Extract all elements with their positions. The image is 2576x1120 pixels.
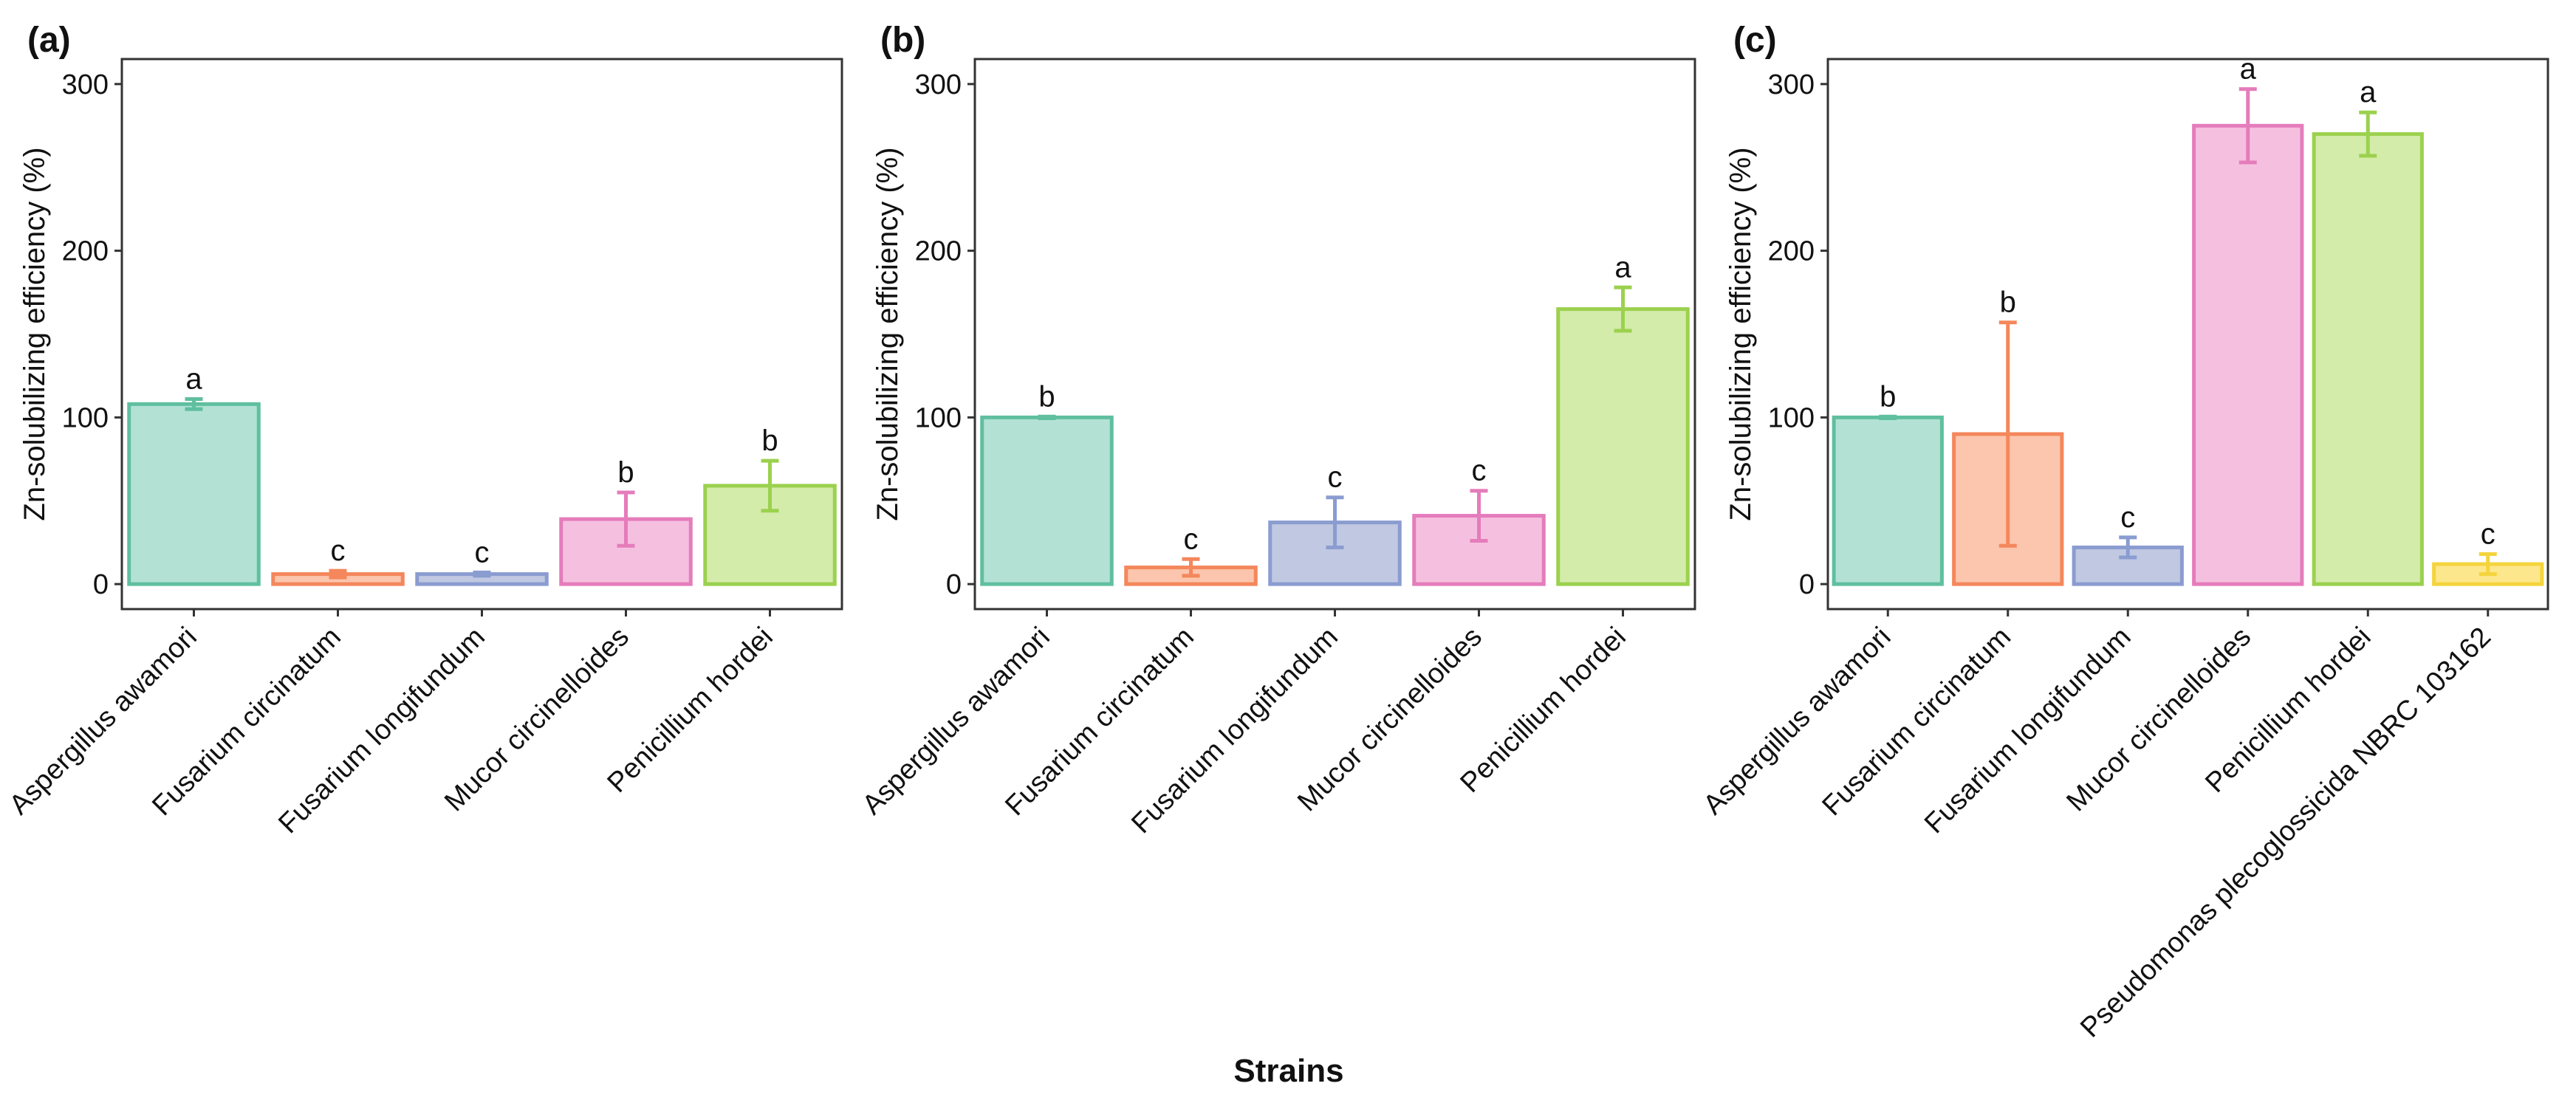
bar	[1832, 415, 1944, 586]
panel-1: (a) Zn-solubilizing efficiency (%) 0 100 200…	[4, 21, 843, 839]
significance-label: a	[185, 363, 202, 396]
significance-label: c	[2481, 518, 2496, 551]
y-tick-label: 200	[62, 236, 109, 267]
y-tick-label: 100	[1768, 402, 1815, 433]
significance-label: c	[331, 535, 346, 567]
y-tick-label: 100	[915, 402, 962, 433]
x-tick-label: Fusarium longifundum	[1919, 622, 2137, 840]
panel-2: (b) Zn-solubilizing efficiency (%) 0 100 200…	[857, 21, 1696, 839]
y-axis-title: Zn-solubilizing efficiency (%)	[1724, 147, 1757, 521]
panel-label: (c)	[1733, 21, 1777, 60]
y-tick-label: 300	[62, 69, 109, 100]
x-axis-title: Strains	[1233, 1053, 1343, 1089]
significance-label: a	[2360, 76, 2377, 109]
significance-label: c	[2120, 501, 2135, 534]
bar	[2192, 123, 2304, 586]
y-tick-label: 300	[1768, 69, 1815, 100]
significance-label: c	[475, 536, 490, 568]
y-axis-title: Zn-solubilizing efficiency (%)	[18, 147, 51, 521]
y-tick-label: 100	[62, 402, 109, 433]
significance-label: b	[2000, 286, 2016, 319]
significance-label: a	[2240, 53, 2257, 86]
significance-label: c	[1328, 461, 1343, 494]
y-tick-label: 0	[946, 569, 962, 600]
panels: (a) Zn-solubilizing efficiency (%) 0 100 200…	[4, 21, 2549, 1044]
y-axis-title: Zn-solubilizing efficiency (%)	[871, 147, 904, 521]
x-tick-label: Pseudomonas plecoglossicida NBRC 103162	[2075, 622, 2497, 1044]
y-tick-label: 200	[915, 236, 962, 267]
bar	[1556, 307, 1690, 586]
y-tick-label: 0	[93, 569, 109, 600]
significance-label: a	[1614, 251, 1631, 284]
panel-frame	[973, 58, 1696, 611]
significance-label: c	[1184, 523, 1199, 555]
significance-label: b	[617, 456, 634, 489]
significance-label: b	[761, 425, 778, 457]
panel-frame	[1826, 58, 2549, 611]
significance-label: c	[1472, 455, 1487, 487]
significance-label: b	[1038, 380, 1055, 413]
y-tick-label: 200	[1768, 236, 1815, 267]
panel-frame	[120, 58, 843, 611]
bar	[980, 415, 1114, 586]
panel-label: (b)	[880, 21, 925, 60]
y-tick-label: 0	[1799, 569, 1815, 600]
bar	[1412, 514, 1546, 586]
panel-3: (c) Zn-solubilizing efficiency (%) 0 100 200…	[1697, 21, 2549, 1044]
panel-label: (a)	[27, 21, 71, 60]
y-tick-label: 300	[915, 69, 962, 100]
bar	[2312, 132, 2424, 586]
significance-label: b	[1880, 380, 1896, 413]
bar	[127, 402, 261, 586]
